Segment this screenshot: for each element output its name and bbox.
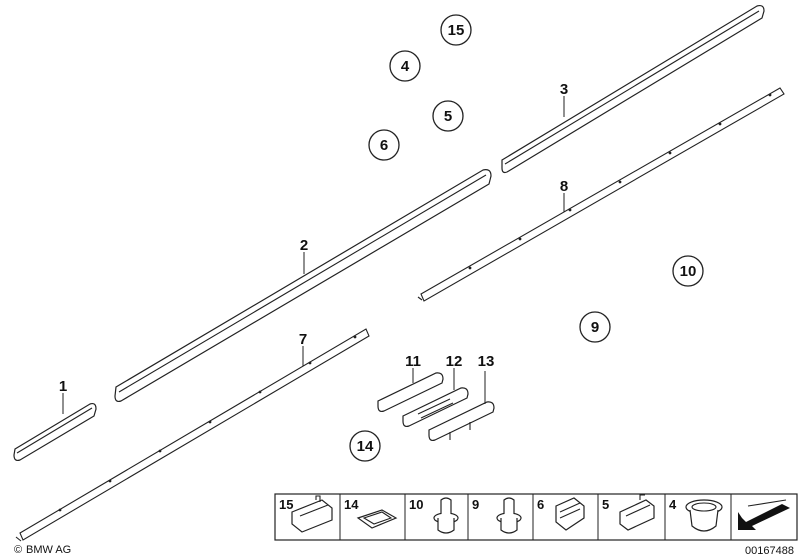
rail-8-holes xyxy=(468,93,772,270)
strip-cell-9[interactable]: 9 xyxy=(472,497,522,534)
circled-callout-6: 6 xyxy=(368,129,400,161)
strip-cell-15[interactable]: 15 xyxy=(279,495,333,533)
rail-7-holes xyxy=(58,335,357,512)
strip-cell-6[interactable]: 6 xyxy=(537,497,585,531)
part-3-trim-strip[interactable] xyxy=(501,4,765,174)
clip-15-icon xyxy=(291,495,333,533)
strip-label-15: 15 xyxy=(279,497,293,512)
strip-cell-4[interactable]: 4 xyxy=(669,497,723,532)
callout-9: 9 xyxy=(591,319,599,336)
parts-strip: 15 14 10 9 xyxy=(274,493,798,541)
part-8-mounting-rail[interactable] xyxy=(417,87,785,302)
strip-label-5: 5 xyxy=(602,497,609,512)
strip-label-4: 4 xyxy=(669,497,677,512)
pad-14-icon xyxy=(356,509,398,529)
callout-6: 6 xyxy=(380,137,388,154)
circled-callout-9: 9 xyxy=(579,311,611,343)
arrow-icon xyxy=(738,499,790,530)
strip-label-6: 6 xyxy=(537,497,544,512)
grommet-4-icon xyxy=(685,499,723,532)
diagram-number: 00167488 xyxy=(745,545,794,557)
callout-3: 3 xyxy=(560,81,568,98)
brand-text: BMW AG xyxy=(26,544,71,556)
callout-14: 14 xyxy=(357,438,374,455)
part-1-trim-strip[interactable] xyxy=(13,402,97,462)
callout-2: 2 xyxy=(300,237,308,254)
strip-cell-14[interactable]: 14 xyxy=(344,497,398,529)
part-2-trim-strip[interactable] xyxy=(114,169,492,403)
callout-10: 10 xyxy=(680,263,697,280)
clip-5-icon xyxy=(619,494,655,531)
part-7-mounting-rail[interactable] xyxy=(15,328,370,542)
callout-12: 12 xyxy=(446,353,463,370)
callout-11: 11 xyxy=(405,353,421,370)
callout-13: 13 xyxy=(478,353,495,370)
footer-brand: © BMW AG xyxy=(14,544,71,556)
circled-callout-15: 15 xyxy=(440,14,472,46)
circled-callout-14: 14 xyxy=(349,430,381,462)
clip-6-icon xyxy=(555,497,585,531)
strip-cell-arrow xyxy=(738,499,790,530)
strip-label-14: 14 xyxy=(344,497,359,512)
circled-callout-4: 4 xyxy=(389,50,421,82)
expanding-nut-9-icon xyxy=(496,497,522,534)
part-13-pad[interactable] xyxy=(428,401,495,442)
circled-callout-5: 5 xyxy=(432,100,464,132)
callout-15: 15 xyxy=(448,22,465,39)
part-12-pad[interactable] xyxy=(402,387,469,428)
expanding-nut-10-icon xyxy=(433,497,459,534)
copyright-symbol: © xyxy=(14,544,22,556)
strip-cell-5[interactable]: 5 xyxy=(602,494,655,531)
strip-label-9: 9 xyxy=(472,497,479,512)
callout-4: 4 xyxy=(401,58,410,75)
circled-callout-10: 10 xyxy=(672,255,704,287)
callout-7: 7 xyxy=(299,331,307,348)
callout-8: 8 xyxy=(560,178,568,195)
callout-5: 5 xyxy=(444,108,452,125)
part-11-pad[interactable] xyxy=(377,372,444,413)
strip-cell-10[interactable]: 10 xyxy=(409,497,459,534)
leader-lines xyxy=(62,96,565,414)
callout-1: 1 xyxy=(59,378,67,395)
strip-label-10: 10 xyxy=(409,497,423,512)
